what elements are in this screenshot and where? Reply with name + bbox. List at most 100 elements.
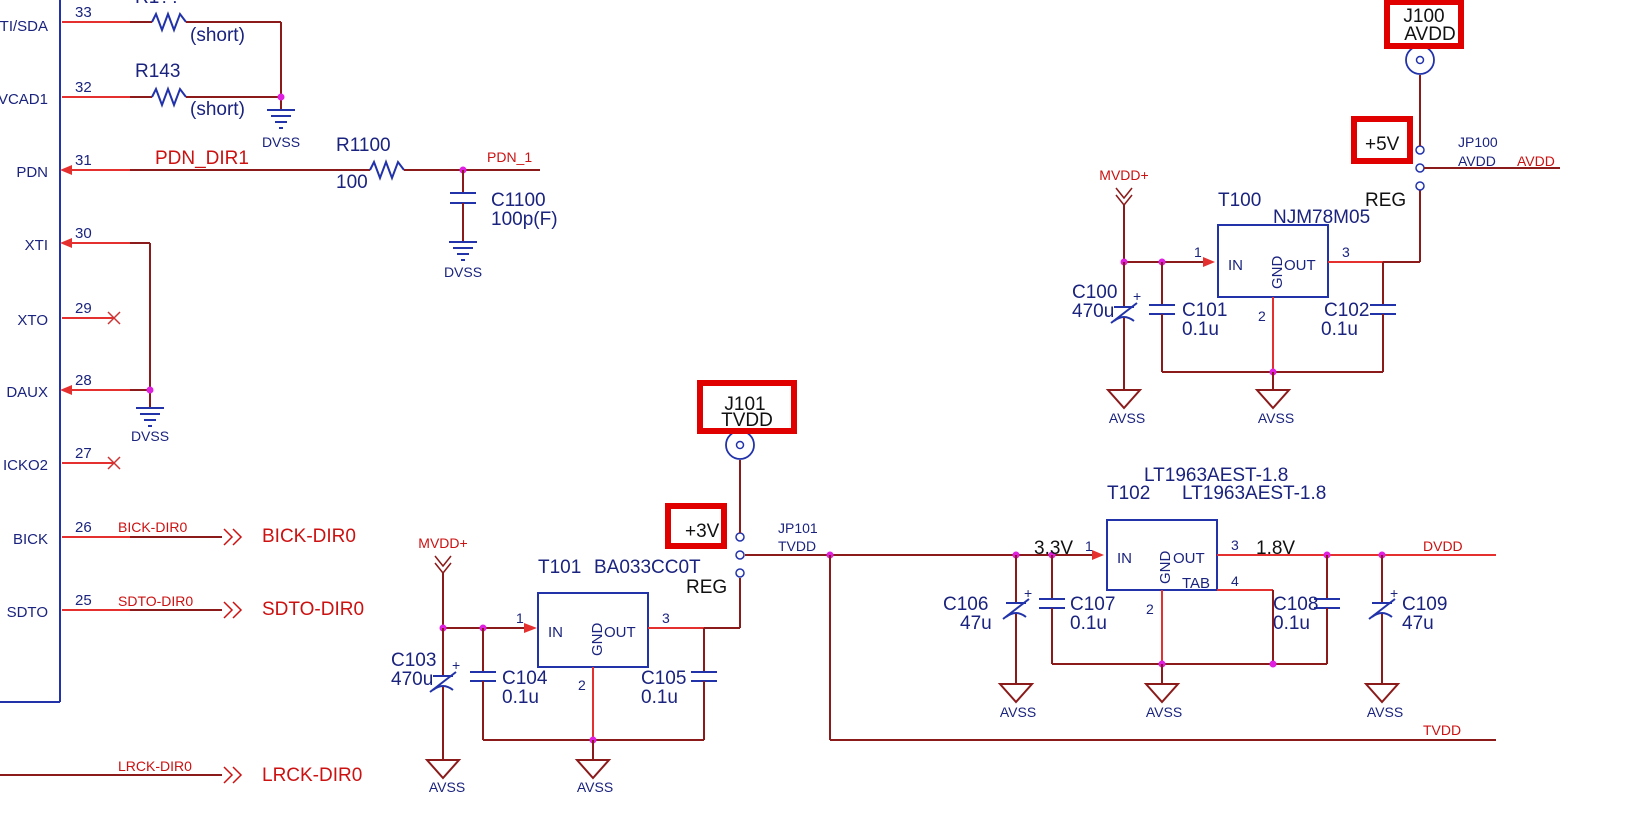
jack-ref: J101	[724, 394, 765, 415]
ic-pin-30: XTI 30	[25, 225, 130, 254]
pin-name: PDN	[16, 164, 48, 181]
ic-pin-33: TI/SDA 33	[0, 4, 130, 35]
pin-number: 26	[75, 519, 92, 536]
ground-label: AVSS	[1367, 704, 1403, 720]
ground-label: AVSS	[429, 779, 465, 795]
capacitor-value: 0.1u	[1182, 319, 1219, 340]
pin-number: 3	[1342, 244, 1350, 260]
jack-j100: J100 AVDD	[1384, 0, 1464, 146]
pin-out-label: OUT	[1284, 257, 1316, 274]
capacitor-value: 47u	[960, 613, 992, 634]
pin-out-label: OUT	[604, 624, 636, 641]
jumper-reg: REG	[686, 577, 727, 598]
regulator-t102: LT1963AEST-1.8 T102 LT1963AEST-1.8 IN OU…	[1106, 465, 1496, 664]
pin-number: 29	[75, 300, 92, 317]
pin-name: DAUX	[6, 384, 48, 401]
t100-input-wiring: 1	[1120, 244, 1215, 267]
resistor-ref: R1??	[135, 0, 180, 8]
polarity-plus: +	[1133, 288, 1141, 304]
ground-label: DVSS	[444, 264, 482, 280]
net-label-3v3: 3.3V	[1034, 538, 1073, 559]
pin-number: 2	[1146, 601, 1154, 617]
pin-name: XTI	[25, 237, 48, 254]
t102-ground-bus: AVSS	[1052, 660, 1327, 720]
regulator-ref: T100	[1218, 190, 1261, 211]
net-label-big: LRCK-DIR0	[262, 765, 362, 786]
pin-number: 32	[75, 79, 92, 96]
net-label-1v8: 1.8V	[1256, 538, 1295, 559]
xti-daux-net: DVSS	[130, 242, 169, 444]
capacitor-c108: C108 0.1u	[1273, 555, 1340, 664]
resistor-r1100: R1100 100 PDN_1	[336, 135, 540, 193]
t101-ground-bus: AVSS	[483, 736, 704, 795]
jumper-jp100: JP100 AVDD AVDD REG +5V	[1351, 116, 1560, 211]
net-label-small: BICK-DIR0	[118, 519, 187, 535]
resistor-r143: R143 (short)	[130, 61, 281, 120]
pin-number: 2	[1258, 308, 1266, 324]
capacitor-value: 0.1u	[1321, 319, 1358, 340]
capacitor-value: 470u	[391, 669, 433, 690]
ic-pin-27: ICKO2 27	[3, 445, 121, 474]
ground-label: DVSS	[262, 134, 300, 150]
capacitor-c104: C104 0.1u	[470, 628, 548, 740]
resistor-value: 100	[336, 172, 368, 193]
lrck-net: LRCK-DIR0 LRCK-DIR0	[0, 758, 362, 786]
resistor-ref: R143	[135, 61, 180, 82]
mvdd-symbol-1: MVDD+	[418, 535, 468, 628]
resistor-top: R1?? (short)	[130, 0, 281, 46]
pin-number: 30	[75, 225, 92, 242]
jumper-voltage: +5V	[1365, 134, 1400, 155]
t101-output-wire	[704, 578, 741, 629]
net-label-dvdd: DVDD	[1423, 538, 1463, 554]
ic-pin-31: PDN 31	[16, 152, 130, 181]
net-label-avdd: AVDD	[1517, 153, 1555, 169]
capacitor-c105: C105 0.1u	[641, 628, 717, 740]
ic-pin-32: VCAD1 32	[0, 79, 130, 108]
capacitor-ref: C102	[1324, 300, 1369, 321]
capacitor-ref: C109	[1402, 594, 1447, 615]
mvdd-label: MVDD+	[1099, 167, 1148, 183]
pin-in-label: IN	[1228, 257, 1243, 274]
pin-gnd-label: GND	[1157, 551, 1174, 585]
pin-number: 1	[516, 610, 524, 626]
capacitor-ref: C106	[943, 594, 988, 615]
pin-number: 1	[1194, 244, 1202, 260]
jumper-ref: JP101	[778, 520, 818, 536]
capacitor-c106: + C106 47u AVSS	[943, 555, 1036, 720]
jumper-voltage: +3V	[685, 521, 720, 542]
pin-number: 27	[75, 445, 92, 462]
polarity-plus: +	[1024, 585, 1032, 601]
net-label-big: BICK-DIR0	[262, 526, 356, 547]
capacitor-c101: C101 0.1u	[1149, 262, 1227, 372]
ground-label: AVSS	[577, 779, 613, 795]
net-label-pdn-dir1: PDN_DIR1	[155, 148, 249, 169]
resistor-ref: R1100	[336, 135, 391, 156]
pdn-net: PDN_DIR1	[130, 148, 370, 171]
pin-number: 1	[1085, 538, 1093, 554]
t100-ground-bus: AVSS	[1162, 368, 1383, 426]
polarity-plus: +	[1390, 585, 1398, 601]
capacitor-ref: C108	[1273, 594, 1318, 615]
net-label-tvdd: TVDD	[1423, 722, 1461, 738]
highlight-box-5v	[1351, 116, 1413, 164]
jack-ref: J100	[1403, 6, 1444, 27]
regulator-t100: T100 NJM78M05 IN OUT GND 2 3	[1217, 190, 1383, 372]
pin-name: SDTO	[7, 604, 48, 621]
regulator-part-top: LT1963AEST-1.8	[1144, 465, 1288, 486]
ground-label: AVSS	[1258, 410, 1294, 426]
capacitor-ref: C101	[1182, 300, 1227, 321]
pin-out-label: OUT	[1173, 550, 1205, 567]
pin-in-label: IN	[548, 624, 563, 641]
net-label-big: SDTO-DIR0	[262, 599, 364, 620]
capacitor-c100: + C100 470u AVSS	[1072, 262, 1145, 426]
ic-pin-28: DAUX 28	[6, 372, 130, 401]
jumper-reg: REG	[1365, 190, 1406, 211]
pin-number: 2	[578, 677, 586, 693]
pin-name: VCAD1	[0, 91, 48, 108]
t101-input-wiring: 1	[439, 610, 537, 633]
regulator-part: NJM78M05	[1273, 207, 1370, 228]
jack-name: TVDD	[721, 410, 773, 431]
capacitor-c102: C102 0.1u	[1321, 262, 1396, 372]
ground-label: AVSS	[1146, 704, 1182, 720]
